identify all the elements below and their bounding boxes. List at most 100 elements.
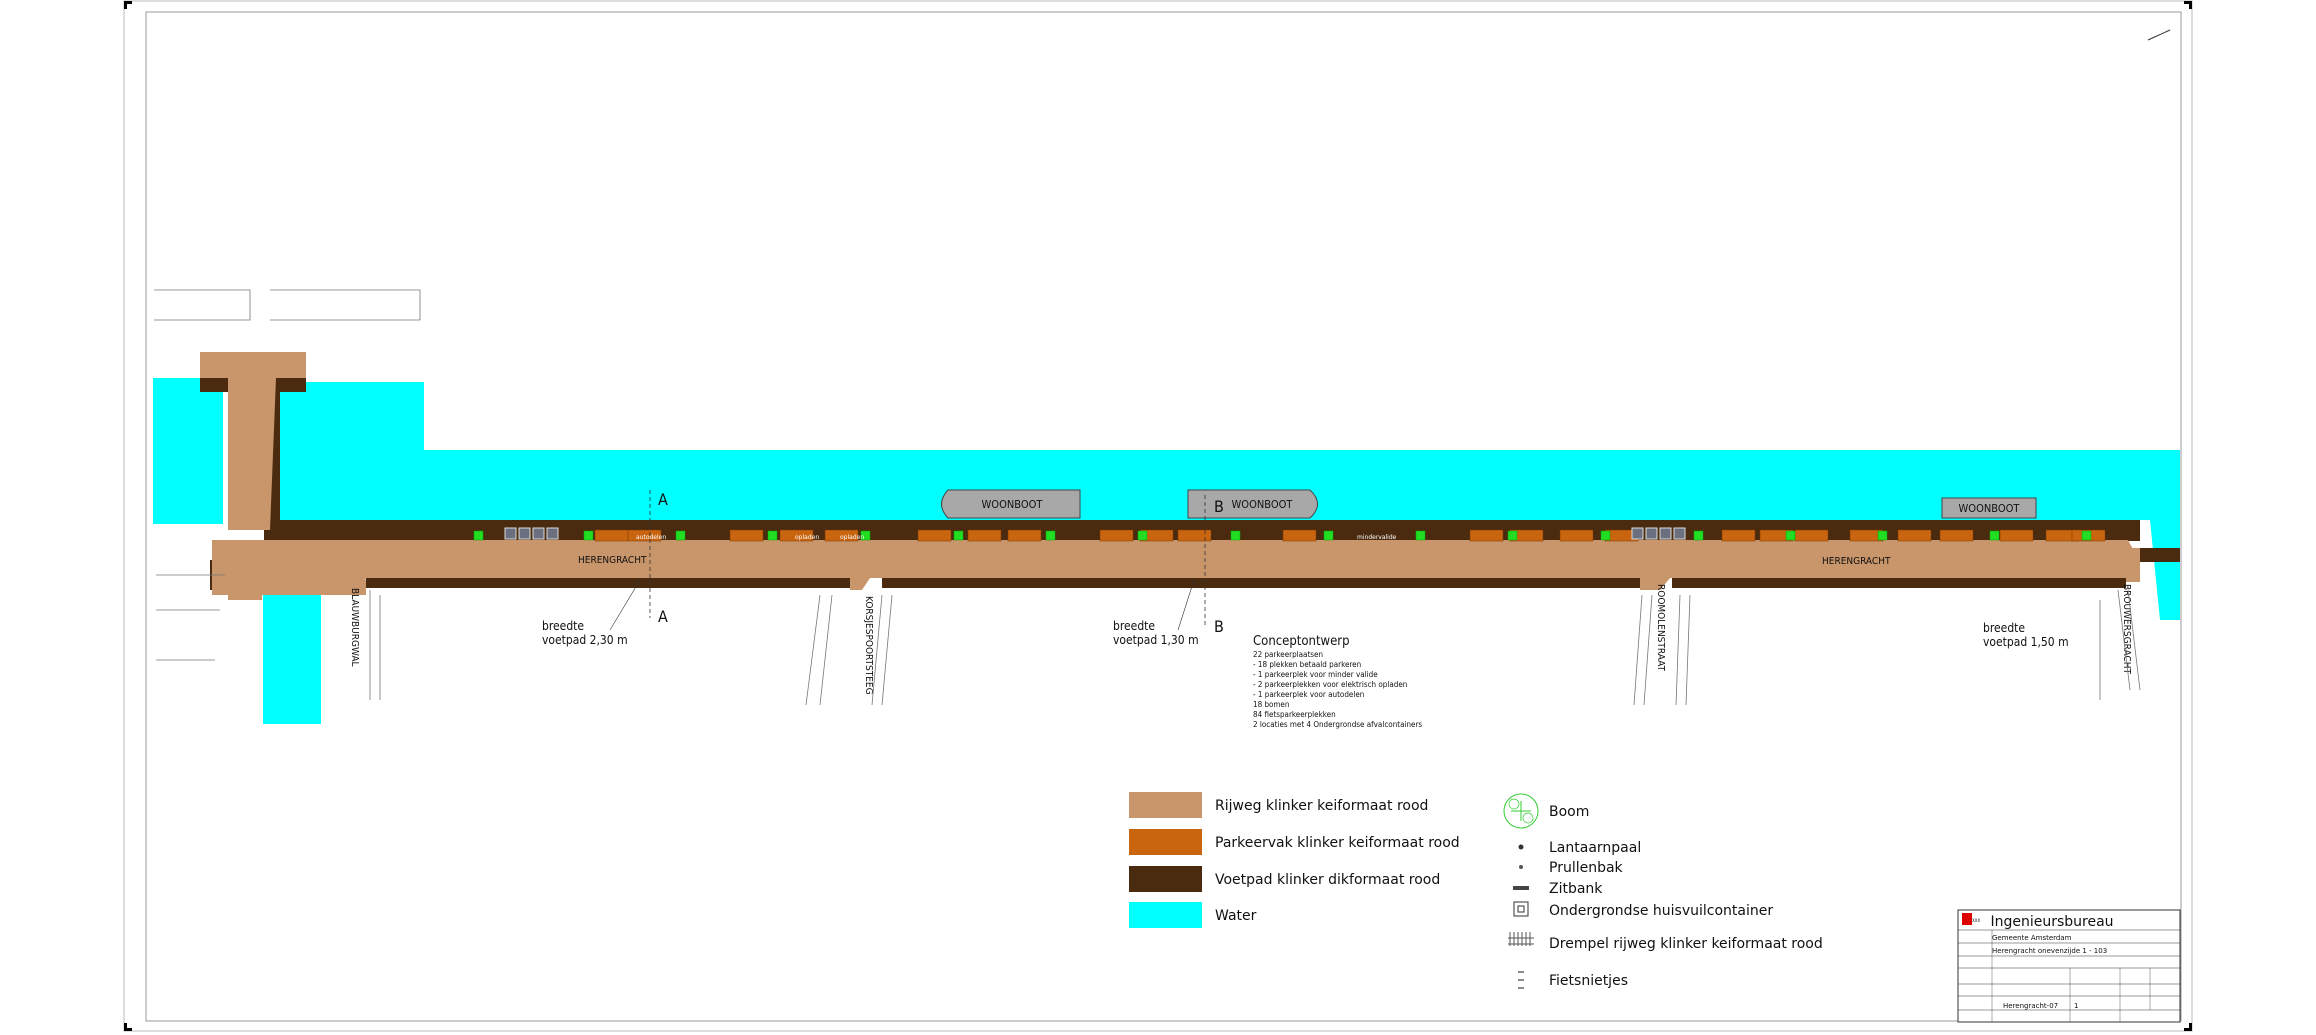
- legend-label-waste-container: Ondergrondse huisvuilcontainer: [1549, 903, 1773, 919]
- parking-tag: mindervalide: [1357, 534, 1397, 541]
- tree-marker: [1600, 530, 1611, 541]
- section-marker-a-top: A: [658, 490, 668, 509]
- legend-swatch-footpath: [1129, 866, 1202, 892]
- legend-label-bench: Zitbank: [1549, 881, 1603, 897]
- parking-strip: autodelen opladen opladen mindervalide: [473, 527, 2106, 542]
- legend-swatch-parking: [1129, 829, 1202, 855]
- houseboat-2: WOONBOOT: [1187, 489, 1318, 519]
- legend-swatch-road: [1129, 792, 1202, 818]
- waste-container: [1673, 527, 1686, 540]
- parking-bay: [1177, 529, 1212, 542]
- tree-marker: [860, 530, 871, 541]
- parking-tag: opladen: [795, 534, 819, 541]
- tree-marker: [473, 530, 484, 541]
- footpath-width-value: voetpad 2,30 m: [542, 633, 628, 647]
- houseboat-3: WOONBOOT: [1941, 497, 2037, 519]
- parking-bay: [1559, 529, 1594, 542]
- tree-marker: [675, 530, 686, 541]
- parking-tag: autodelen: [636, 534, 666, 541]
- section-marker-b-top: B: [1214, 497, 1224, 516]
- concept-line: - 18 plekken betaald parkeren: [1253, 660, 1361, 669]
- concept-line: 18 bomen: [1253, 700, 1289, 709]
- parking-bay: [917, 529, 952, 542]
- waste-container: [518, 527, 531, 540]
- waste-container-icon: [1513, 901, 1529, 917]
- tree-marker: [1415, 530, 1426, 541]
- footpath-width-value: voetpad 1,30 m: [1113, 633, 1199, 647]
- legend-label-water: Water: [1215, 908, 1257, 924]
- waste-container: [1631, 527, 1644, 540]
- footpath-width-label: breedte: [542, 619, 584, 633]
- footpath-width-label: breedte: [1113, 619, 1155, 633]
- building-parcels: [154, 289, 2141, 706]
- street-label-korsjespoortsteeg: KORSJESPOORTSTEEG: [863, 596, 874, 695]
- legend-label-tree: Boom: [1549, 804, 1589, 820]
- legend-label-speed-bump: Drempel rijweg klinker keiformaat rood: [1549, 936, 1823, 952]
- parking-bay: [1794, 529, 1829, 542]
- parking-bay: [1939, 529, 1974, 542]
- street-label-herengracht: HERENGRACHT: [578, 555, 647, 566]
- parking-bay: [1721, 529, 1756, 542]
- footpath-width-value: voetpad 1,50 m: [1983, 635, 2069, 649]
- waste-container: [504, 527, 517, 540]
- tree-marker: [1323, 530, 1334, 541]
- parking-tag: opladen: [840, 534, 864, 541]
- houseboat-label: WOONBOOT: [982, 498, 1044, 511]
- tree-marker: [583, 530, 594, 541]
- legend-label-road: Rijweg klinker keiformaat rood: [1215, 798, 1428, 814]
- parking-bay: [594, 529, 629, 542]
- tree-marker: [953, 530, 964, 541]
- concept-line: 22 parkeerplaatsen: [1253, 650, 1323, 659]
- trashbin-icon: [1519, 865, 1523, 869]
- parking-bay: [1469, 529, 1504, 542]
- project-name: Herengracht onevenzijde 1 - 103: [1992, 947, 2107, 955]
- parking-bay: [1999, 529, 2034, 542]
- legend-label-bike-rack: Fietsnietjes: [1549, 973, 1628, 989]
- svg-text:XXX: XXX: [1972, 918, 1980, 923]
- speed-bump-icon: [1508, 932, 1534, 946]
- parking-bay: [729, 529, 764, 542]
- concept-line: 2 locaties met 4 Ondergrondse afvalconta…: [1253, 720, 1422, 729]
- company-name: Ingenieursbureau: [1990, 914, 2113, 930]
- legend-label-footpath: Voetpad klinker dikformaat rood: [1215, 872, 1440, 888]
- houseboat-1: WOONBOOT: [941, 489, 1081, 519]
- street-label-brouwersgracht: BROUWERSGRACHT: [2121, 584, 2132, 674]
- tree-icon: [1503, 793, 1539, 829]
- legend-fills: Rijweg klinker keiformaat rood Parkeerva…: [1129, 792, 1460, 928]
- concept-line: - 1 parkeerplek voor minder valide: [1253, 670, 1378, 679]
- houseboat-label: WOONBOOT: [1232, 498, 1294, 511]
- sheet-number: 1: [2074, 1002, 2078, 1010]
- concept-line: - 2 parkeerplekken voor elektrisch oplad…: [1253, 680, 1407, 689]
- tree-marker: [1507, 530, 1518, 541]
- houseboats: WOONBOOT WOONBOOT WOONBOOT: [941, 489, 2037, 519]
- waste-container: [546, 527, 559, 540]
- section-marker-a-bottom: A: [658, 607, 668, 626]
- parking-bay: [779, 529, 814, 542]
- parking-bay: [1282, 529, 1317, 542]
- concept-line: 84 fietsparkeerplekken: [1253, 710, 1336, 719]
- legend-symbols: Boom Lantaarnpaal Prullenbak Zitbank Ond…: [1503, 793, 1823, 989]
- street-label-herengracht-east: HERENGRACHT: [1822, 556, 1891, 567]
- waste-container: [532, 527, 545, 540]
- legend-label-lamppost: Lantaarnpaal: [1549, 840, 1641, 856]
- section-marker-b-bottom: B: [1214, 617, 1224, 636]
- parking-bay: [967, 529, 1002, 542]
- client-name: Gemeente Amsterdam: [1992, 934, 2072, 942]
- road-surface: [200, 352, 2140, 600]
- tree-marker: [767, 530, 778, 541]
- tree-marker: [1785, 530, 1796, 541]
- sheet-name: Herengracht-07: [2003, 1002, 2058, 1010]
- tree-marker: [1230, 530, 1241, 541]
- houseboat-label: WOONBOOT: [1959, 502, 2021, 515]
- legend-label-parking: Parkeervak klinker keiformaat rood: [1215, 835, 1460, 851]
- footpath-width-label: breedte: [1983, 621, 2025, 635]
- legend-swatch-water: [1129, 902, 1202, 928]
- concept-title: Conceptontwerp: [1253, 634, 1350, 649]
- parking-bay: [1007, 529, 1042, 542]
- concept-line: - 1 parkeerplek voor autodelen: [1253, 690, 1364, 699]
- tree-marker: [1989, 530, 2000, 541]
- bench-icon: [1513, 886, 1529, 890]
- sheet-frame: [123, 0, 2193, 1032]
- tree-marker: [2081, 530, 2092, 541]
- tree-marker: [1045, 530, 1056, 541]
